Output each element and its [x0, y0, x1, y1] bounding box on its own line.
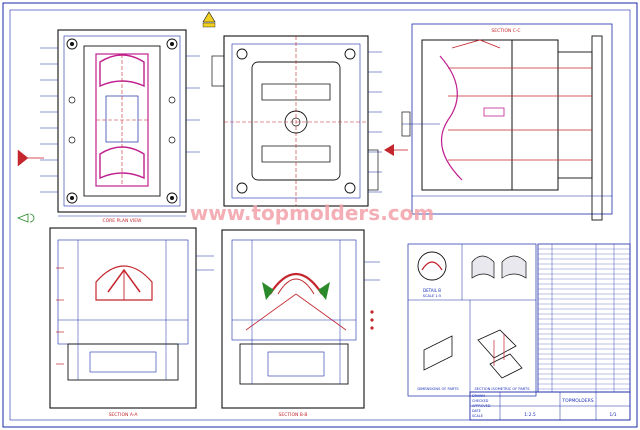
title-block-sheet: 1/1 — [609, 412, 616, 418]
core-plan-caption: CORE PLAN VIEW — [103, 218, 143, 224]
section-b-caption: SECTION B-B — [279, 412, 308, 418]
section-a-caption: SECTION A-A — [109, 412, 139, 418]
rotation-arrow-right-icon — [384, 144, 394, 156]
detail-b-caption: DETAIL B — [423, 288, 441, 293]
title-block-part-name: TOPMOLDERS — [561, 398, 593, 404]
core-plan-view — [40, 29, 200, 217]
projection-symbol-icon — [16, 213, 35, 223]
cavity-plan-view — [211, 35, 382, 207]
title-block-row-label: SCALE — [472, 414, 483, 418]
warning-marker-box — [202, 22, 216, 28]
title-block-row-label: DATE — [472, 409, 481, 413]
note-parts-dimensions: DIMENSIONS OF PARTS — [417, 387, 459, 391]
warning-marker-icon — [202, 11, 216, 23]
section-b-view — [221, 229, 380, 409]
rotation-arrow-left-icon — [17, 149, 29, 167]
section-a-view — [49, 227, 214, 409]
parts-list-table — [537, 243, 631, 393]
title-block-scale: 1:2.5 — [524, 412, 536, 418]
section-c-caption: SECTION C-C — [491, 28, 520, 34]
detail-b-scale: SCALE 1:5 — [423, 294, 441, 298]
title-block: TOPMOLDERS 1:2.5 1/1 DRAWNCHECKEDAPPROVE… — [469, 391, 631, 421]
note-parts-isometric: SECTION ISOMETRIC OF PARTS — [474, 387, 530, 391]
watermark-text: www.topmolders.com — [190, 201, 434, 225]
title-block-row-label: APPROVED — [472, 404, 491, 408]
title-block-row-label: CHECKED — [472, 399, 489, 403]
section-c-view — [401, 23, 613, 221]
detail-views — [407, 243, 537, 397]
title-block-row-label: DRAWN — [472, 394, 485, 398]
sheet-inner-border — [9, 9, 631, 421]
